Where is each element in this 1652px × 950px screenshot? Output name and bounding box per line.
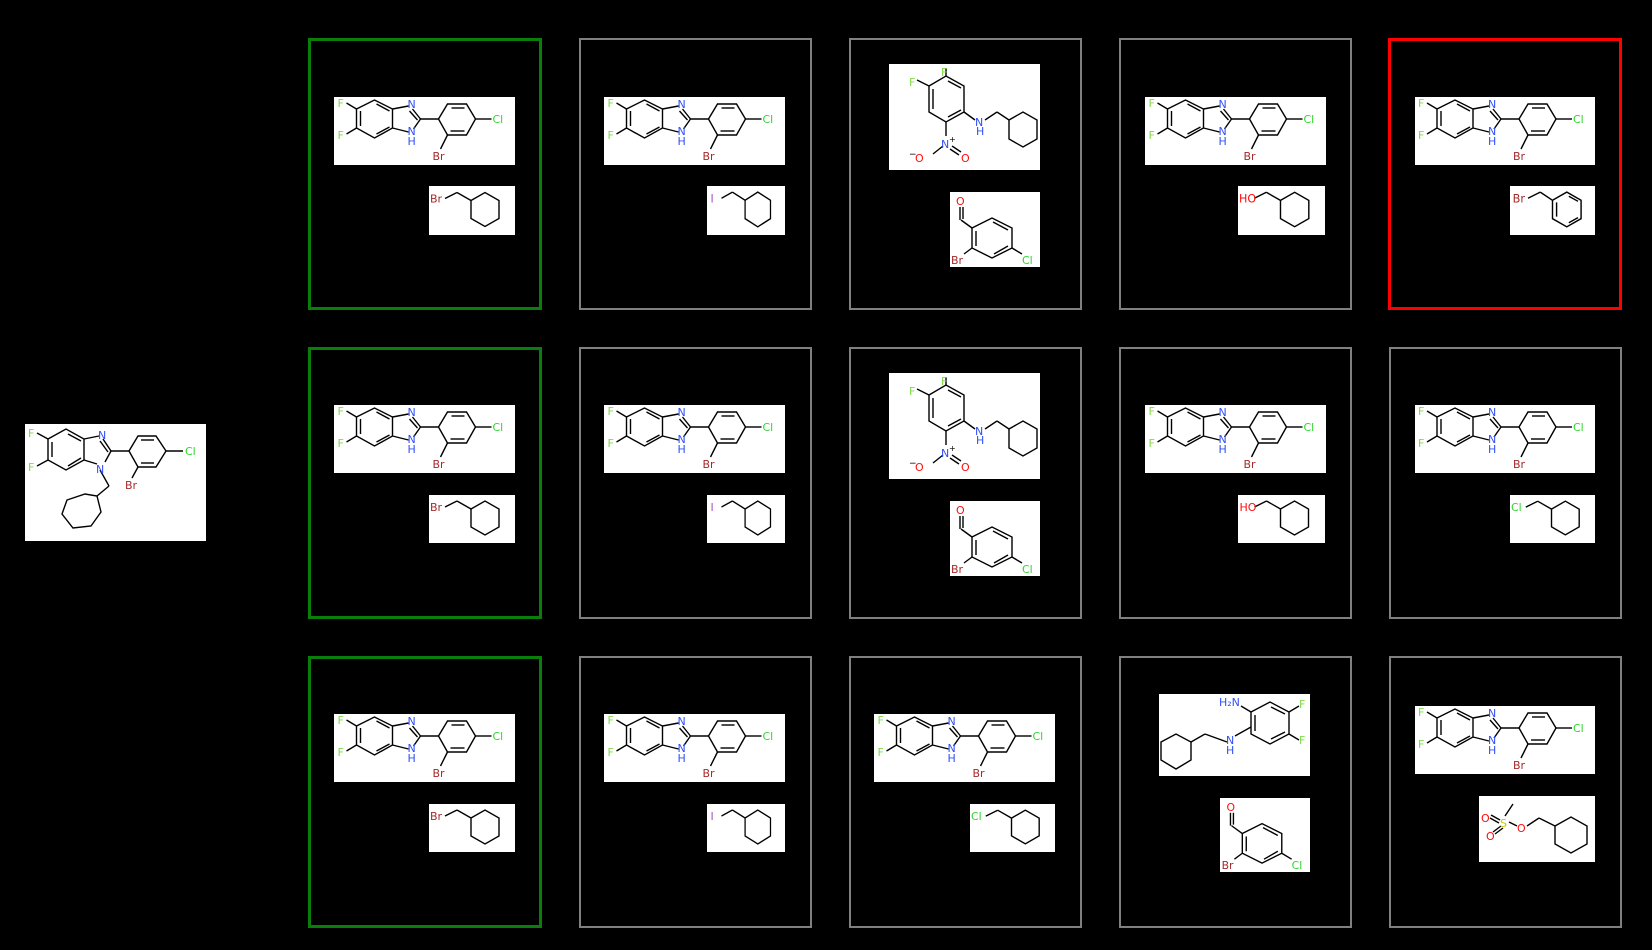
iodomethylcyclohexane-structure: I xyxy=(711,186,785,235)
svg-text:HO: HO xyxy=(1239,192,1256,205)
svg-text:Br: Br xyxy=(430,193,443,206)
molecule-mesylate[interactable] xyxy=(1479,796,1595,862)
molecule-benzimidazole[interactable] xyxy=(1415,97,1595,165)
route-box-r3-c3[interactable] xyxy=(849,656,1082,928)
aldehyde-structure xyxy=(950,192,1040,267)
route-box-r2-c4[interactable] xyxy=(1119,347,1352,619)
iodomethylcyclohexane-structure: I xyxy=(711,495,785,543)
benzimidazole-structure xyxy=(604,405,785,473)
molecule-benzimidazole[interactable] xyxy=(334,405,515,473)
bromomethylcyclohexane-structure: Br xyxy=(430,495,515,543)
molecule-chloromethylcyclohexane[interactable]: Cl xyxy=(1510,495,1595,543)
aldehyde-structure xyxy=(1220,798,1310,872)
iodomethylcyclohexane-structure: I xyxy=(711,804,785,852)
svg-text:HO: HO xyxy=(1240,501,1257,514)
benzimidazole-structure xyxy=(334,405,515,473)
benzimidazole-structure xyxy=(1415,405,1595,473)
route-box-r3-c2[interactable] xyxy=(579,656,812,928)
route-box-r2-c5[interactable] xyxy=(1389,347,1622,619)
molecule-benzimidazole[interactable] xyxy=(604,405,785,473)
molecule-iodomethylcyclohexane[interactable]: I xyxy=(707,804,785,852)
route-box-r3-c1[interactable] xyxy=(308,656,542,928)
benzimidazole-structure xyxy=(604,714,785,782)
molecule-iodomethylcyclohexane[interactable]: I xyxy=(707,495,785,543)
cyclohexylmethanol-structure: HO xyxy=(1240,495,1325,543)
molecule-benzimidazole[interactable] xyxy=(604,714,785,782)
route-box-r2-c2[interactable] xyxy=(579,347,812,619)
route-box-r1-c4[interactable] xyxy=(1119,38,1352,310)
molecule-bromomethylcyclohexane[interactable]: Br xyxy=(429,495,515,543)
svg-text:Cl: Cl xyxy=(1511,501,1522,514)
mesylate-structure xyxy=(1479,796,1595,862)
molecule-iodomethylcyclohexane[interactable]: I xyxy=(707,186,785,235)
molecule-bromomethylcyclohexane[interactable]: Br xyxy=(429,804,515,852)
chloromethylcyclohexane-structure: Cl xyxy=(971,804,1055,852)
route-box-r1-c5[interactable] xyxy=(1388,38,1622,310)
molecule-nitroaniline[interactable] xyxy=(889,64,1040,170)
molecule-bromomethylcyclohexane[interactable]: Br xyxy=(429,186,515,235)
molecule-diamine[interactable] xyxy=(1159,694,1310,776)
svg-text:Br: Br xyxy=(1513,192,1526,205)
bromomethylcyclohexane-structure: Br xyxy=(430,186,515,235)
molecule-benzyl-bromide[interactable]: Br xyxy=(1510,186,1595,235)
route-box-r3-c5[interactable] xyxy=(1389,656,1622,928)
svg-text:Br: Br xyxy=(430,810,443,823)
molecule-aldehyde[interactable] xyxy=(1220,798,1310,872)
molecule-benzimidazole[interactable] xyxy=(334,97,515,165)
target-molecule-structure xyxy=(25,424,206,541)
aldehyde-structure xyxy=(950,501,1040,576)
benzimidazole-structure xyxy=(334,97,515,165)
route-box-r2-c1[interactable] xyxy=(308,347,542,619)
benzimidazole-structure xyxy=(334,714,515,782)
svg-text:Br: Br xyxy=(430,501,443,514)
route-box-r1-c2[interactable] xyxy=(579,38,812,310)
molecule-nitroaniline[interactable] xyxy=(889,373,1040,479)
bromomethylcyclohexane-structure: Br xyxy=(430,804,515,852)
molecule-cyclohexylmethanol[interactable]: HO xyxy=(1238,495,1325,543)
molecule-chloromethylcyclohexane[interactable]: Cl xyxy=(970,804,1055,852)
svg-text:I: I xyxy=(711,192,714,206)
benzimidazole-structure xyxy=(1145,405,1326,473)
diamine-structure xyxy=(1159,694,1310,776)
benzimidazole-structure xyxy=(1415,706,1595,774)
benzimidazole-structure xyxy=(874,714,1055,782)
molecule-benzimidazole[interactable] xyxy=(1415,706,1595,774)
molecule-aldehyde[interactable] xyxy=(950,501,1040,576)
chloromethylcyclohexane-structure: Cl xyxy=(1511,495,1595,543)
nitroaniline-structure xyxy=(889,64,1040,170)
molecule-benzimidazole[interactable] xyxy=(1415,405,1595,473)
benzimidazole-structure xyxy=(1415,97,1595,165)
molecule-benzimidazole[interactable] xyxy=(1145,97,1326,165)
molecule-aldehyde[interactable] xyxy=(950,192,1040,267)
svg-text:I: I xyxy=(711,811,714,824)
route-box-r1-c1[interactable] xyxy=(308,38,542,310)
nitroaniline-structure xyxy=(889,373,1040,479)
benzyl-bromide-structure: Br xyxy=(1513,186,1595,235)
svg-text:I: I xyxy=(711,502,714,515)
molecule-benzimidazole[interactable] xyxy=(334,714,515,782)
cyclohexylmethanol-structure: HO xyxy=(1239,186,1325,235)
molecule-benzimidazole[interactable] xyxy=(1145,405,1326,473)
molecule-benzimidazole[interactable] xyxy=(874,714,1055,782)
svg-text:Cl: Cl xyxy=(971,810,982,823)
benzimidazole-structure xyxy=(1145,97,1326,165)
benzimidazole-structure xyxy=(604,97,785,165)
molecule-benzimidazole[interactable] xyxy=(604,97,785,165)
molecule-cyclohexylmethanol[interactable]: HO xyxy=(1238,186,1325,235)
target-molecule[interactable] xyxy=(25,424,206,541)
